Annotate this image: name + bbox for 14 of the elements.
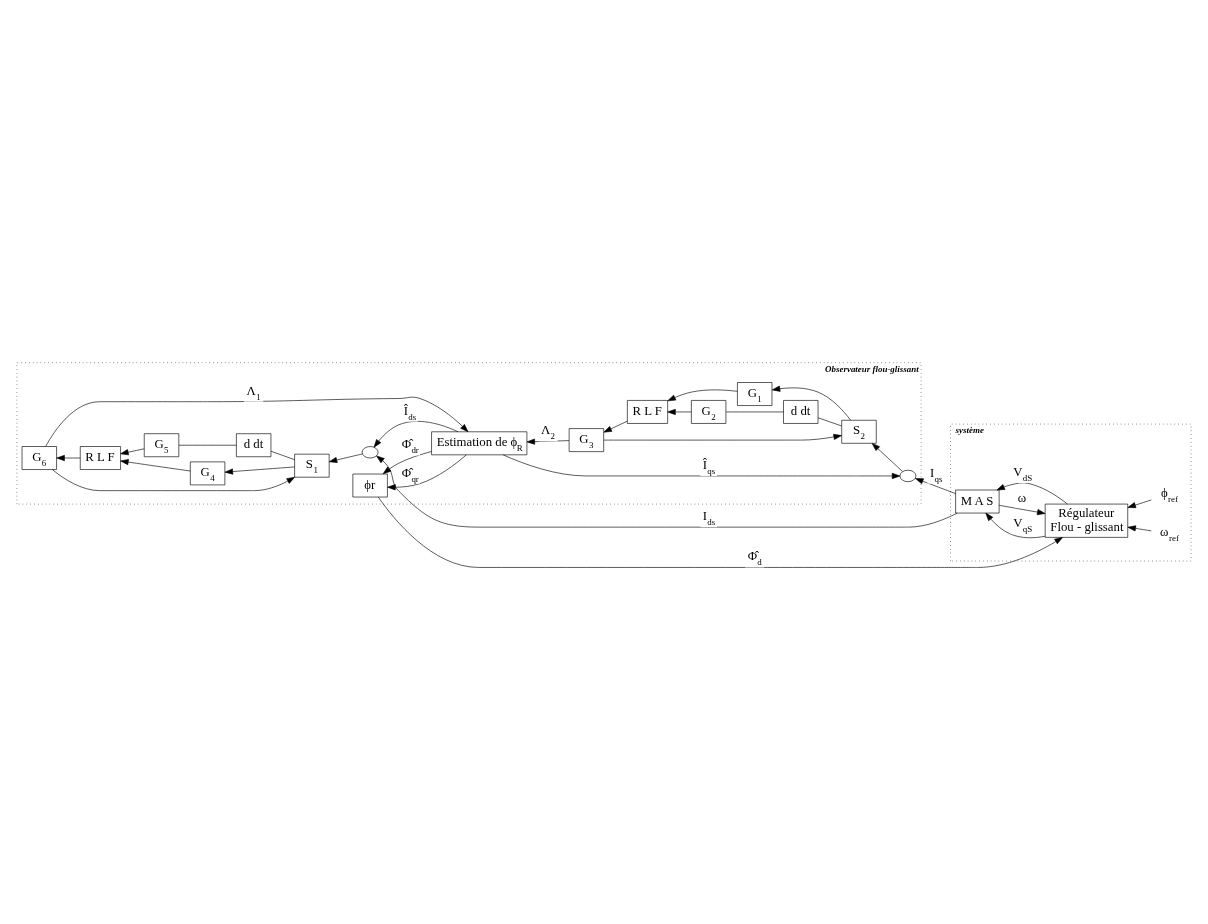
node-text: ω$_{ref}$: [1160, 524, 1179, 543]
edge-label: Î$_{qs}$: [702, 457, 716, 476]
edge-label: Φ̂$_{dr}$: [401, 436, 419, 455]
edge-label: Λ$_{1}$: [246, 383, 261, 402]
edge-label: I$_{ds}$: [702, 508, 716, 527]
edge-label: V$_{qS}$: [1013, 515, 1033, 534]
edge-label: Φ̂$_{d}$: [747, 548, 762, 567]
edge-label: ω: [1017, 490, 1027, 505]
edge-label: Φ̂$_{qr}$: [401, 465, 419, 484]
edge-label: Λ$_{2}$: [540, 422, 556, 441]
edge-label: I$_{qs}$: [930, 465, 943, 484]
edge-label: V$_{dS}$: [1013, 464, 1033, 483]
node-text: ϕ$_{ref}$: [1161, 485, 1178, 504]
edge-label: Î$_{ds}$: [403, 403, 417, 422]
